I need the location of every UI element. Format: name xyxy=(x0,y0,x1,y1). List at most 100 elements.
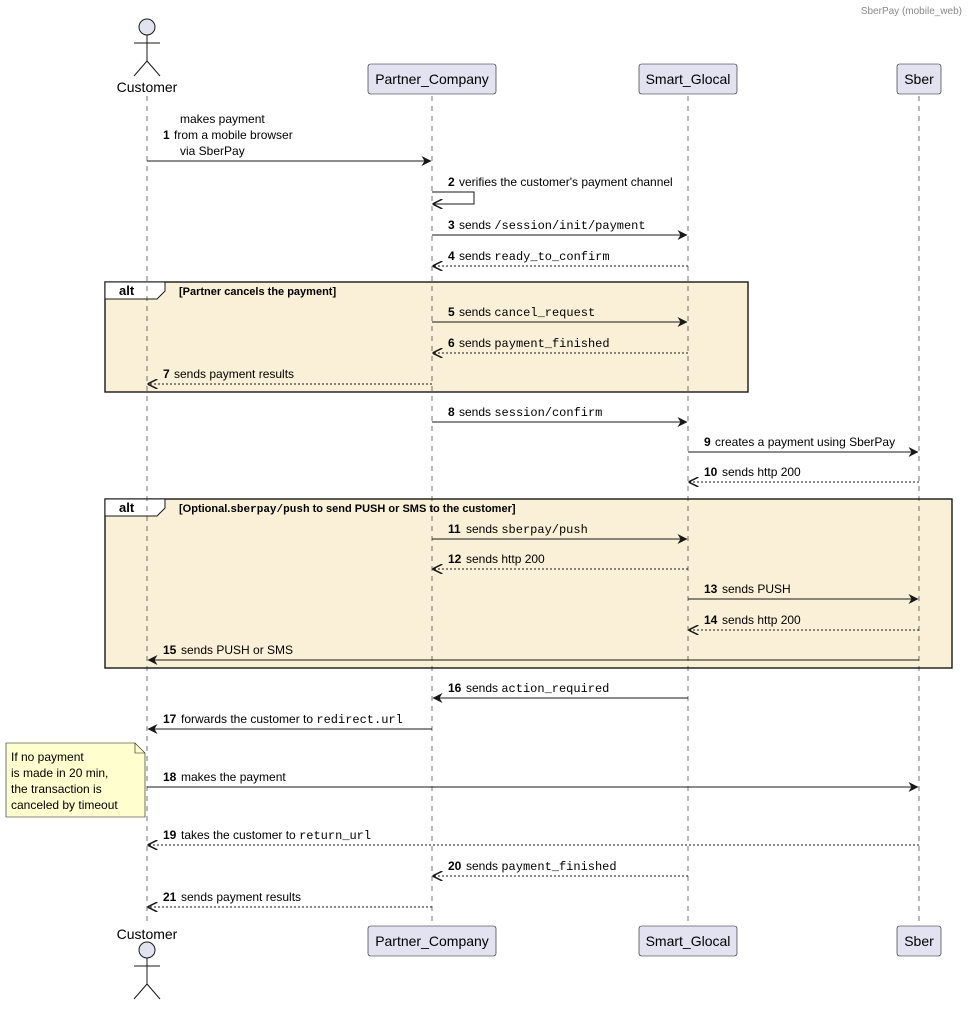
message-label: sends payment results xyxy=(174,367,294,381)
message-13: 13 sends PUSH xyxy=(688,582,919,604)
participant-box-shape xyxy=(638,63,738,95)
note-line: the transaction is xyxy=(11,782,102,796)
message-number: 6 xyxy=(448,336,455,350)
diagram-title: SberPay (mobile_web) xyxy=(861,6,962,17)
participant-label: Customer xyxy=(117,79,178,95)
participant-customer-bottom: Customer xyxy=(117,926,178,1000)
message-number: 3 xyxy=(448,218,455,232)
message-label: from a mobile browser xyxy=(174,128,293,142)
message-label: creates a payment using SberPay xyxy=(715,435,895,449)
participant-label: Sber xyxy=(904,933,934,949)
message-label: makes the payment xyxy=(181,770,286,784)
participant-label: Partner_Company xyxy=(375,71,489,87)
participant-box-shape xyxy=(638,925,738,957)
note-line: is made in 20 min, xyxy=(11,766,108,780)
participant-smart-bottom: Smart_Glocal xyxy=(638,925,738,957)
message-number: 19 xyxy=(163,828,177,842)
message-label: sends session/confirm xyxy=(459,405,602,420)
message-label: sends http 200 xyxy=(722,613,801,627)
alt-keyword: alt xyxy=(119,500,135,515)
message-number: 4 xyxy=(448,249,455,263)
message-number: 21 xyxy=(163,890,177,904)
message-number: 7 xyxy=(163,367,170,381)
message-number: 9 xyxy=(704,435,711,449)
message-number: 17 xyxy=(163,712,177,726)
note-box xyxy=(5,742,146,818)
message-arrow xyxy=(432,191,475,204)
message-label: sends http 200 xyxy=(722,465,801,479)
message-label: takes the customer to return_url xyxy=(181,828,371,843)
message-number: 16 xyxy=(448,681,462,695)
alt-frame: alt[Partner cancels the payment] xyxy=(104,281,749,393)
message-number: 18 xyxy=(163,770,177,784)
participant-label: Sber xyxy=(904,71,934,87)
alt-frames: alt[Partner cancels the payment]alt[Opti… xyxy=(104,281,953,669)
message-number: 11 xyxy=(448,522,461,536)
message-17: 17 forwards the customer to redirect.url xyxy=(147,712,432,734)
participants: CustomerCustomerPartner_CompanyPartner_C… xyxy=(117,18,942,1000)
message-number: 13 xyxy=(704,582,718,596)
participant-partner-top: Partner_Company xyxy=(367,63,497,95)
message-number: 14 xyxy=(704,613,718,627)
message-label: sends http 200 xyxy=(466,552,545,566)
message-15: 15 sends PUSH or SMS xyxy=(147,643,919,665)
message-number: 20 xyxy=(448,859,462,873)
message-label: forwards the customer to redirect.url xyxy=(181,712,403,727)
participant-partner-bottom: Partner_Company xyxy=(367,925,497,957)
message-20: 20 sends payment_finished xyxy=(433,859,688,876)
participant-customer-top: Customer xyxy=(117,18,178,95)
participant-label: Partner_Company xyxy=(375,933,489,949)
alt-keyword: alt xyxy=(119,283,135,298)
message-number: 2 xyxy=(448,175,455,189)
message-16: 16 sends action_required xyxy=(432,681,688,703)
alt-frame: alt [Optional.sberpay/push to send PUSH o… xyxy=(104,498,953,669)
message-6: 6 sends payment_finished xyxy=(433,336,688,353)
message-label: makes payment xyxy=(180,112,265,126)
actor-icon-head xyxy=(138,941,156,959)
message-label: sends cancel_request xyxy=(459,305,595,320)
message-label: sends action_required xyxy=(466,681,609,696)
participant-sber-bottom: Sber xyxy=(896,925,942,957)
participant-label: Smart_Glocal xyxy=(646,71,731,87)
timeout-note: If no payment is made in 20 min, the trans… xyxy=(5,742,146,818)
message-1: 1 makes payment from a mobile browser via S… xyxy=(147,112,432,166)
note-line: If no payment xyxy=(11,750,84,764)
message-11: 11 sends sberpay/push xyxy=(432,522,688,544)
message-label: via SberPay xyxy=(180,144,245,158)
participant-box-shape xyxy=(367,925,497,957)
message-12: 12 sends http 200 xyxy=(433,552,688,569)
alt-frame-box xyxy=(104,498,953,669)
note-line: canceled by timeout xyxy=(11,798,118,812)
message-14: 14 sends http 200 xyxy=(689,613,919,630)
message-9: 9 creates a payment using SberPay xyxy=(688,435,919,457)
message-number: 10 xyxy=(704,465,718,479)
message-10: 10 sends http 200 xyxy=(689,465,919,482)
alt-frame-tab xyxy=(104,281,166,300)
participant-label: Smart_Glocal xyxy=(646,933,731,949)
message-number: 12 xyxy=(448,552,462,566)
message-4: 4 sends ready_to_confirm xyxy=(433,249,688,266)
participant-label: Customer xyxy=(117,926,178,942)
message-label: sends PUSH xyxy=(722,582,791,596)
message-label: sends payment_finished xyxy=(459,336,610,351)
message-number: 1 xyxy=(163,128,170,142)
message-7: 7 sends payment results xyxy=(148,367,432,384)
message-label: sends ready_to_confirm xyxy=(459,249,610,264)
alt-condition: [Optional.sberpay/push to send PUSH or S… xyxy=(179,503,516,516)
message-number: 15 xyxy=(163,643,177,657)
participant-sber-top: Sber xyxy=(896,63,942,95)
message-label: sends sberpay/push xyxy=(466,522,588,537)
participant-box-shape xyxy=(896,63,942,95)
message-number: 5 xyxy=(448,305,455,319)
participant-box-shape xyxy=(896,925,942,957)
message-label: sends payment_finished xyxy=(466,859,617,874)
messages: 1 makes payment from a mobile browser via S… xyxy=(147,112,919,907)
participant-box-shape xyxy=(367,63,497,95)
message-label: sends PUSH or SMS xyxy=(181,643,293,657)
